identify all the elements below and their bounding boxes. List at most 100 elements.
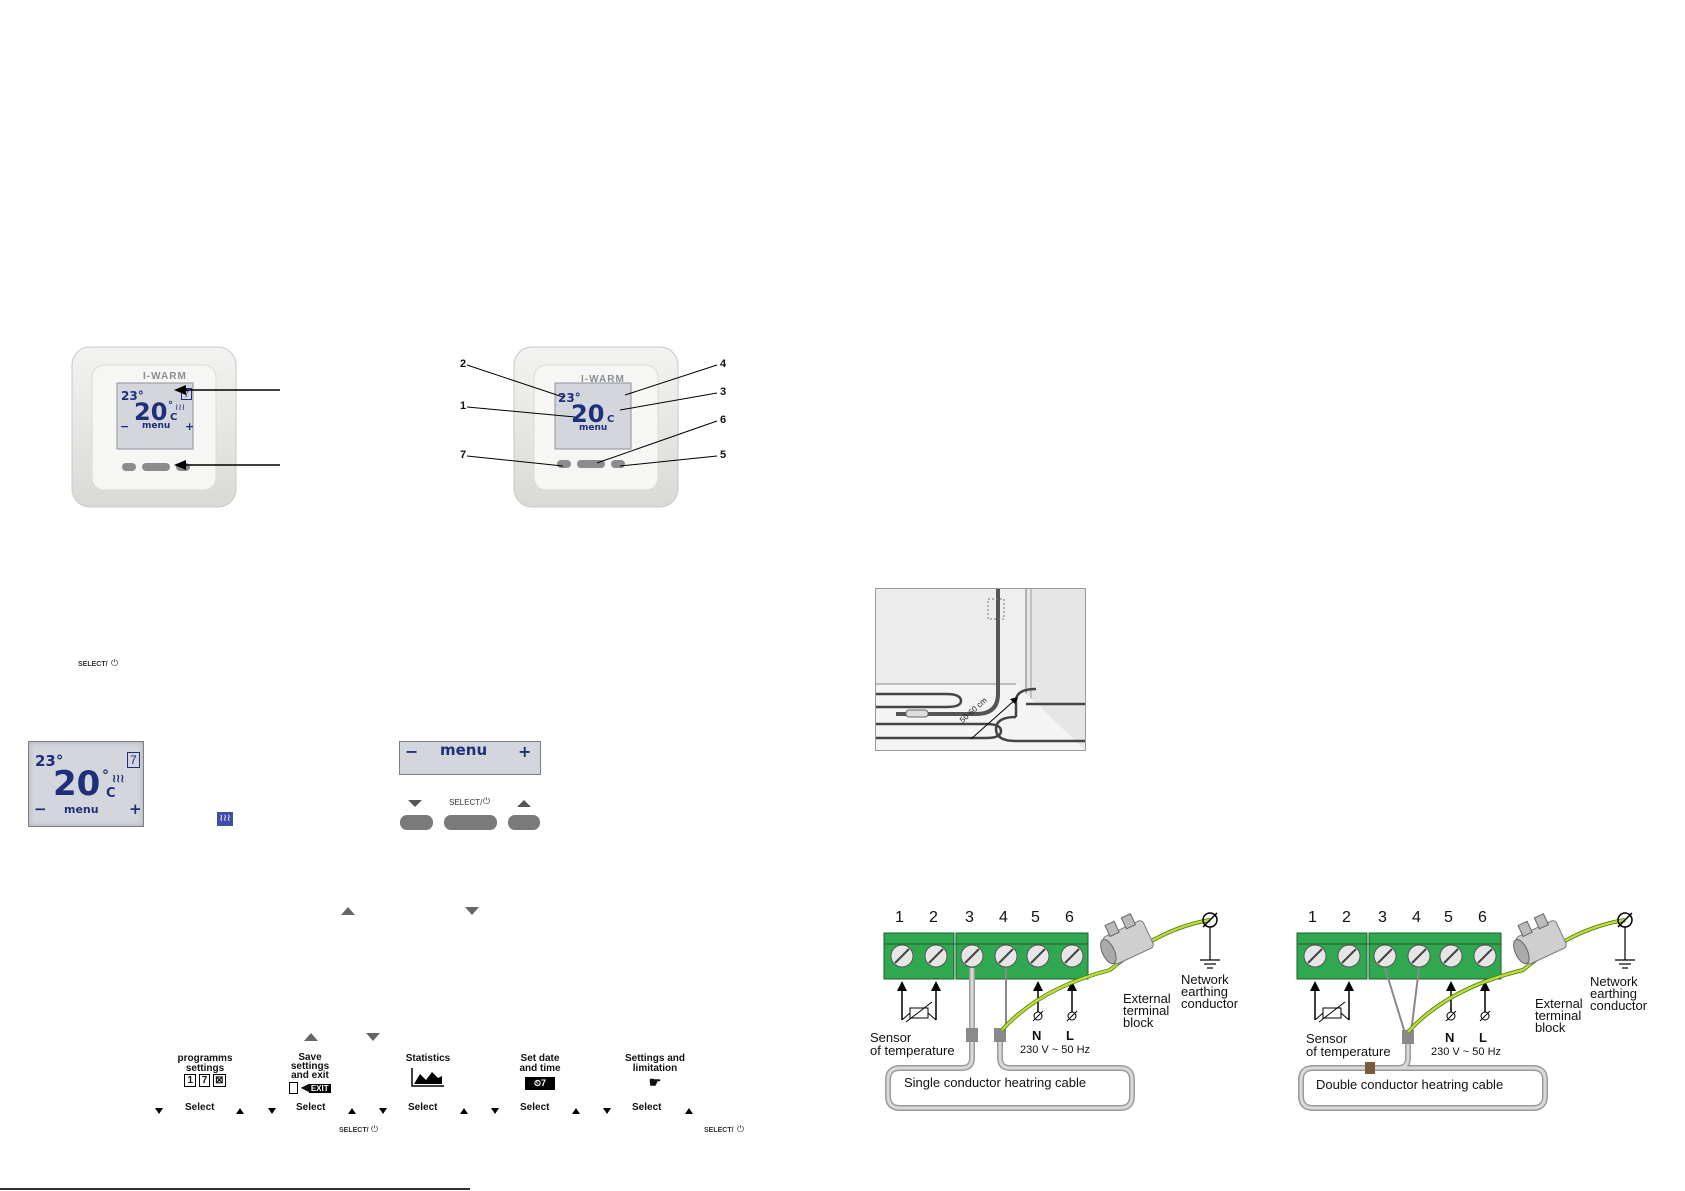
wiring-diagram-double xyxy=(1283,908,1668,1113)
select-icon-inline: SELECT/ xyxy=(78,661,108,668)
terminal-number: 6 xyxy=(1065,909,1074,926)
menu-flow-arrows xyxy=(155,1108,693,1114)
lcd-closeup-unit-bottom: C xyxy=(106,786,116,801)
select-label-5: Select xyxy=(632,1102,662,1113)
page-edge-line xyxy=(0,1188,470,1190)
set-temp-right: 20 xyxy=(571,400,605,428)
heating-indicator-icon: ≀≀≀ xyxy=(217,812,233,826)
menu-item-title: programms xyxy=(177,1053,233,1064)
wiring-diagram-single xyxy=(870,908,1250,1113)
live-label: L xyxy=(1066,1028,1074,1043)
lcd-closeup-plus: + xyxy=(129,800,142,818)
earth-label-line: conductor xyxy=(1590,998,1648,1013)
menu-item-statistics: Statistics xyxy=(388,1054,468,1091)
sensor-label-line: Sensor xyxy=(1306,1031,1348,1046)
callout-3: 3 xyxy=(720,386,727,398)
earth-label-line: Network xyxy=(1590,974,1638,989)
terminal-number: 6 xyxy=(1478,909,1487,926)
unit-top: ° xyxy=(168,400,173,411)
terminal-numbers-single: 1 2 3 4 5 6 xyxy=(883,909,1103,929)
sensor-label-line: Sensor xyxy=(870,1030,912,1045)
callout-2: 2 xyxy=(460,358,467,370)
door-icon xyxy=(289,1082,299,1094)
button-closeup-minus: − xyxy=(405,742,419,761)
menu-item-title: limitation xyxy=(632,1063,678,1074)
block-label-line: terminal xyxy=(1123,1003,1170,1018)
down-arrow-icon xyxy=(465,907,479,915)
menu-item-title: Set date xyxy=(520,1053,560,1064)
program-day-icon: 7 xyxy=(181,388,193,400)
thermostat-photo-left xyxy=(70,345,240,510)
program-icon-calendar: ⊠ xyxy=(213,1074,226,1087)
menu-label: menu xyxy=(142,421,171,431)
program-icon-7: 7 xyxy=(198,1074,211,1087)
exit-icon-row: ◀EXIT xyxy=(270,1082,350,1094)
settings-hand-icon: ☛ xyxy=(648,1074,662,1090)
callout-6: 6 xyxy=(720,414,727,426)
block-label-line: block xyxy=(1535,1020,1566,1035)
statistics-icon xyxy=(411,1068,444,1087)
menu-item-title: Settings and xyxy=(624,1053,685,1064)
power-icon-bottom-1: ⏻ xyxy=(371,1124,379,1134)
voltage-label: 230 V ~ 50 Hz xyxy=(1020,1044,1091,1056)
external-block-label-2: External terminal block xyxy=(1535,996,1583,1035)
button-closeup-power-icon: ⏻ xyxy=(483,796,491,806)
terminal-number: 3 xyxy=(1378,909,1387,926)
callout-1: 1 xyxy=(460,400,467,412)
sensor-label-line: of temperature xyxy=(870,1043,955,1058)
lcd-closeup-current-temp: 23° xyxy=(35,752,64,770)
terminal-number: 2 xyxy=(1342,909,1351,926)
callout-5: 5 xyxy=(720,449,727,461)
menu-item-title: settings xyxy=(290,1061,330,1072)
minus-sign: − xyxy=(120,420,130,433)
block-label-line: External xyxy=(1123,991,1171,1006)
exit-badge: EXIT xyxy=(308,1083,331,1093)
earth-label-line: earthing xyxy=(1590,986,1637,1001)
select-label-4: Select xyxy=(520,1102,550,1113)
installation-diagram xyxy=(875,588,1086,751)
menu-item-date-time: Set date and time ⏲7 xyxy=(500,1054,580,1090)
power-icon-bottom-2: ⏻ xyxy=(737,1124,745,1134)
menu-item-programms: programms settings 1 7 ⊠ xyxy=(160,1053,250,1087)
select-label-2: Select xyxy=(296,1102,326,1113)
button-closeup-arrows xyxy=(400,800,540,830)
lcd-closeup-menu: menu xyxy=(64,803,99,816)
sensor-label-line: of temperature xyxy=(1306,1044,1391,1059)
menu-item-save-exit: Save settings and exit ◀EXIT xyxy=(270,1053,350,1094)
voltage-label-2: 230 V ~ 50 Hz xyxy=(1431,1046,1502,1058)
unit-bottom-right: C xyxy=(607,414,615,425)
button-closeup-select-label: SELECT/ xyxy=(449,798,483,807)
menu-item-settings-limitation: Settings and limitation ☛ xyxy=(605,1054,705,1090)
lcd-closeup-heat-icon: ≀≀≀ xyxy=(112,773,125,785)
block-label-line: External xyxy=(1535,996,1583,1011)
block-label-line: block xyxy=(1123,1015,1154,1030)
lcd-closeup-set-temp: 20 xyxy=(53,764,101,804)
program-icon-1: 1 xyxy=(184,1074,197,1087)
cable-label: Single conductor heatring cable xyxy=(904,1075,1087,1090)
lcd-closeup xyxy=(28,741,144,827)
earthing-label-2: Network earthing conductor xyxy=(1590,974,1648,1013)
exit-arrow-icon: ◀ xyxy=(301,1082,309,1094)
clock-calendar-icon: ⏲7 xyxy=(525,1077,555,1090)
menu-item-title: Save xyxy=(298,1052,322,1063)
set-temp: 20 xyxy=(134,398,168,426)
terminal-number: 2 xyxy=(929,909,938,926)
current-temp-right: 23° xyxy=(558,391,581,405)
menu-item-title: settings xyxy=(185,1063,225,1074)
brand-label: I-WARM xyxy=(143,371,187,382)
select-icon-bottom-1: SELECT/ xyxy=(339,1127,369,1134)
button-closeup-plus: + xyxy=(518,742,532,761)
unit-bottom: C xyxy=(170,412,178,423)
up-arrow-icon xyxy=(341,907,355,915)
sensor-label: Sensor of temperature xyxy=(870,1031,955,1057)
button-closeup-screen xyxy=(399,741,541,775)
neutral-label-2: N xyxy=(1445,1030,1455,1045)
menu-item-title: Statistics xyxy=(405,1053,451,1064)
callout-lines xyxy=(466,364,718,467)
program-icons: 1 7 ⊠ xyxy=(160,1074,250,1087)
menu-flow: programms settings 1 7 ⊠ Save settings a… xyxy=(150,1053,700,1124)
thermostat-photo-right xyxy=(512,345,682,510)
block-label-line: terminal xyxy=(1535,1008,1582,1023)
earth-label-line: Network xyxy=(1181,972,1229,987)
menu-label-right: menu xyxy=(579,423,608,433)
